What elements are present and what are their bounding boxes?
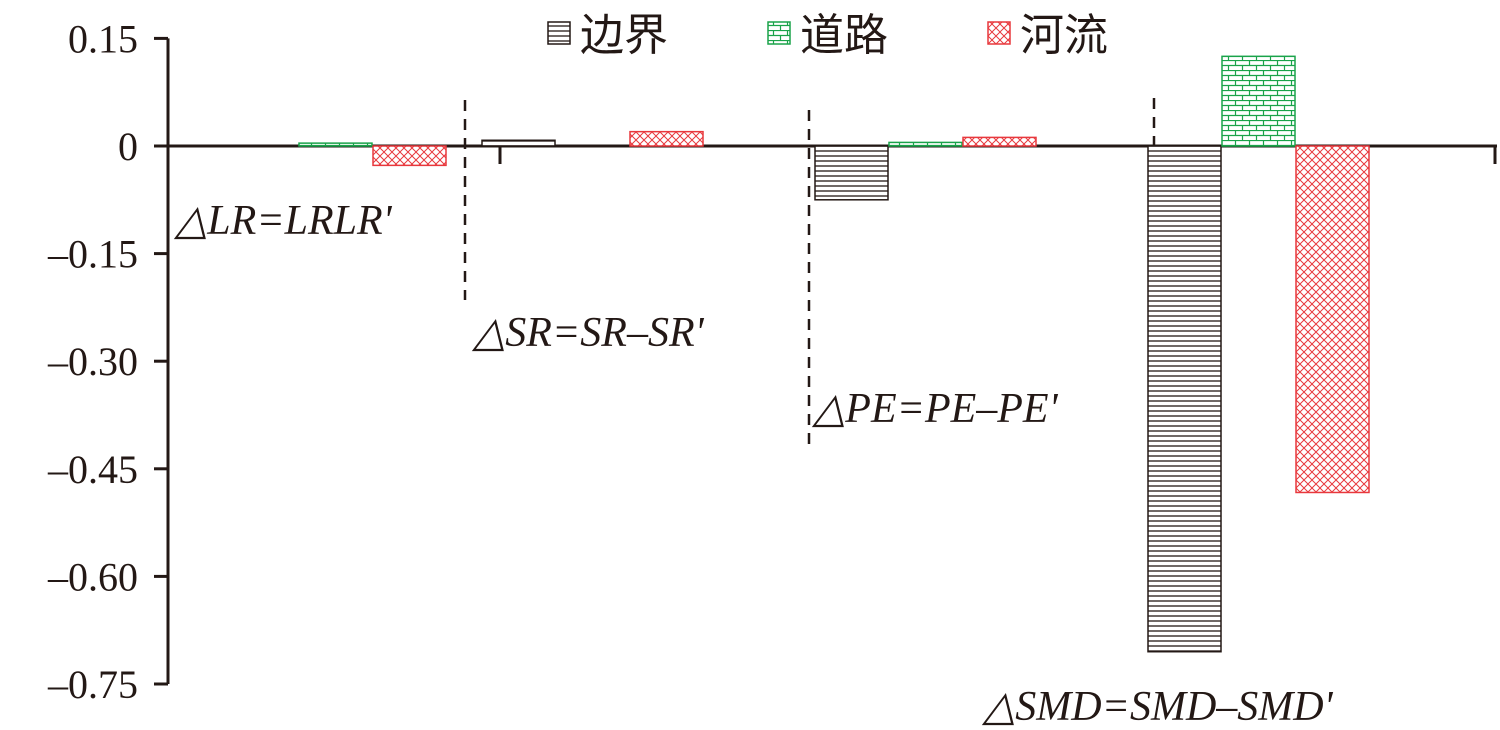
y-tick-label: –0.15 — [47, 232, 138, 277]
legend-swatch — [547, 21, 571, 45]
group-label: △PE=PE–PE' — [811, 386, 1059, 432]
legend-label: 边界 — [580, 10, 668, 61]
legend-swatch — [767, 21, 791, 45]
bar — [1295, 145, 1370, 494]
group-label: △SR=SR–SR' — [471, 310, 705, 356]
bar — [1221, 55, 1296, 147]
group-label: △LR=LRLR' — [173, 198, 393, 244]
legend-label: 道路 — [800, 10, 888, 61]
y-axis: 0.15 0 –0.15 –0.30 –0.45 –0.60 –0.75 — [47, 16, 170, 707]
bar — [888, 141, 963, 147]
group-label: △SMD=SMD–SMD' — [981, 684, 1334, 730]
y-tick-label: –0.75 — [47, 662, 138, 707]
bar — [298, 142, 373, 147]
y-tick-label: –0.45 — [47, 447, 138, 492]
y-tick-label: –0.60 — [47, 554, 138, 599]
y-tick-label: 0.15 — [68, 16, 138, 61]
bars — [298, 55, 1370, 653]
y-tick-label: 0 — [118, 124, 138, 169]
bar — [629, 130, 704, 147]
bar — [481, 139, 556, 147]
group-labels: △LR=LRLR' △SR=SR–SR' △PE=PE–PE' △SMD=SMD–SM… — [173, 198, 1334, 730]
bar — [962, 136, 1037, 147]
legend-swatch — [987, 21, 1011, 45]
y-tick-label: –0.30 — [47, 339, 138, 384]
bar — [1147, 145, 1222, 653]
bar — [814, 145, 889, 201]
legend-label: 河流 — [1020, 10, 1108, 61]
bar — [372, 145, 447, 167]
legend: 边界 道路 河流 — [547, 10, 1108, 61]
